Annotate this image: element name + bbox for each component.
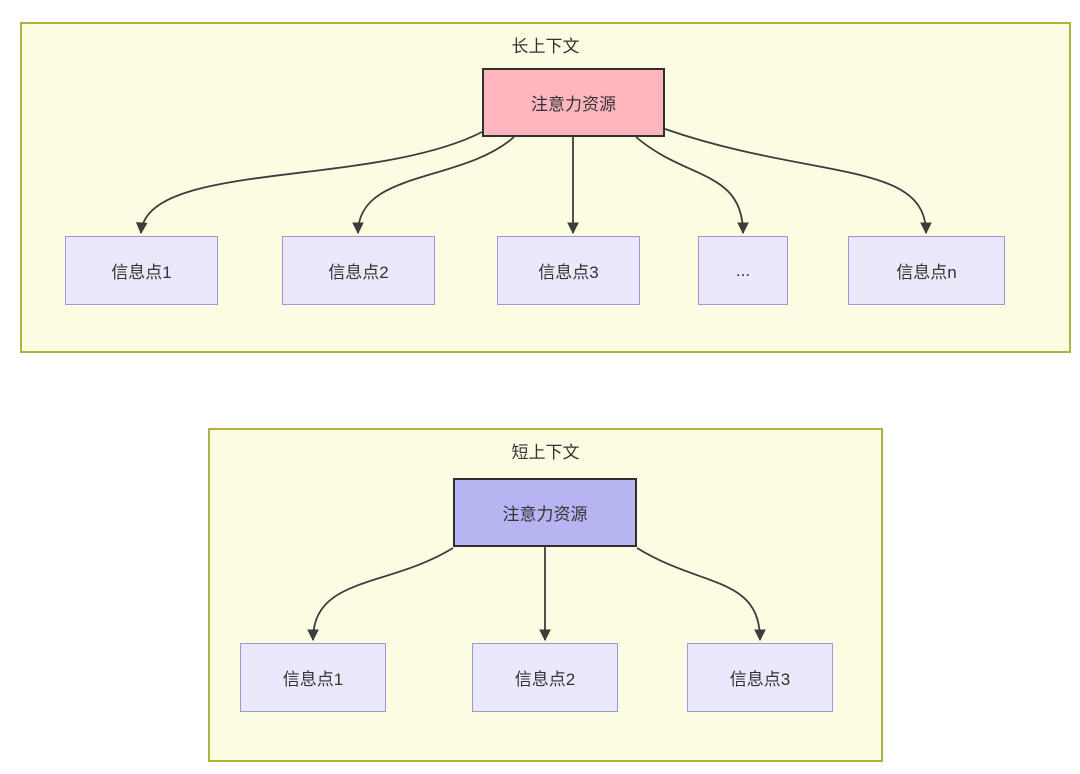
node-long-info-3: 信息点3 xyxy=(497,236,640,305)
node-short-info-1: 信息点1 xyxy=(240,643,386,712)
panel-short-context-title: 短上下文 xyxy=(511,443,580,462)
node-short-info-3: 信息点3 xyxy=(687,643,833,712)
panel-long-context-title: 长上下文 xyxy=(511,37,580,56)
node-long-info-ellipsis: ... xyxy=(698,236,788,305)
node-attention-long: 注意力资源 xyxy=(482,68,665,137)
node-short-info-2: 信息点2 xyxy=(472,643,618,712)
node-long-info-1: 信息点1 xyxy=(65,236,218,305)
node-long-info-n: 信息点n xyxy=(848,236,1005,305)
node-attention-short: 注意力资源 xyxy=(453,478,637,547)
node-long-info-2: 信息点2 xyxy=(282,236,435,305)
